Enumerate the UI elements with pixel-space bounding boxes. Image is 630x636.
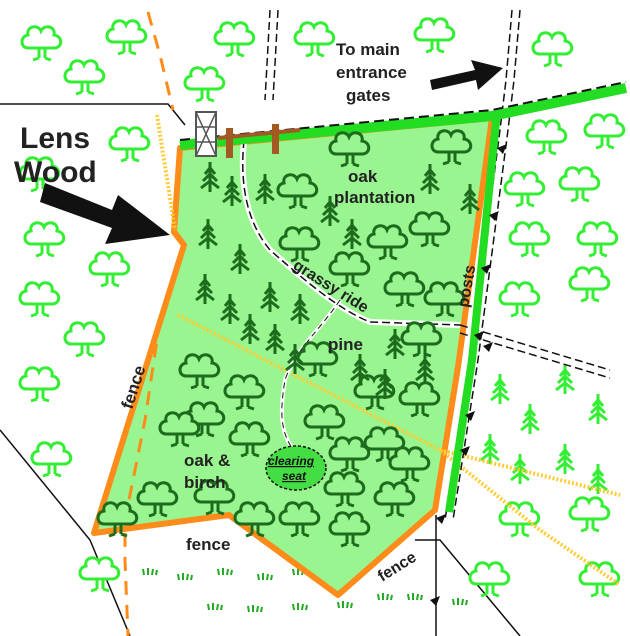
clearing-seat-marker [265, 445, 327, 491]
title-lens: Lens [20, 122, 90, 155]
arrows [40, 60, 503, 244]
oak-plantation-label-1: oak [348, 167, 378, 186]
post-markers [430, 144, 507, 606]
hedge [179, 81, 628, 513]
gate [195, 111, 301, 158]
oak-birch-label-2: birch [184, 473, 226, 492]
pine-label: pine [328, 335, 363, 354]
fence-bottom-label: fence [186, 535, 230, 554]
oak-plantation-label-2: plantation [334, 188, 415, 207]
yellow-paths [155, 114, 622, 587]
entrance-label-1: To main [336, 40, 400, 59]
title-wood: Wood [14, 156, 97, 189]
entrance-label-3: gates [346, 86, 390, 105]
boundary-lines [0, 103, 521, 636]
clearing-label: clearing [268, 454, 315, 468]
oak-birch-label-1: oak & [184, 451, 230, 470]
seat-label: seat [282, 469, 307, 483]
tracks [239, 9, 611, 521]
entrance-label-2: entrance [336, 63, 407, 82]
grass-tufts [142, 567, 468, 613]
